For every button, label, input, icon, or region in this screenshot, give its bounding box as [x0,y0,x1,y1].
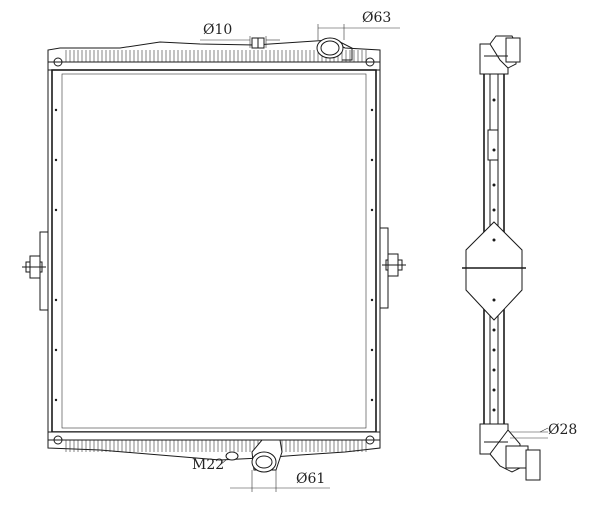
left-side-bracket [22,231,49,311]
bottom-left-mount-hole [53,435,63,445]
top-inlet-pipe [316,37,353,61]
dim-bottom-outlet: Ø61 [230,470,330,492]
dim-label-top-small: Ø10 [203,22,232,38]
side-top-connector [479,35,521,75]
dim-drain-thread: M22 [192,457,227,473]
bottom-right-mount-hole [365,435,375,445]
dim-top-large: Ø63 [317,10,400,40]
top-left-mount-hole [53,57,63,67]
bottom-outlet-pipe [251,439,283,473]
side-bottom-connector [479,423,541,481]
core-rivets [54,108,374,402]
front-view [22,37,406,473]
radiator-core [51,69,377,433]
dim-side-pipe: Ø28 [510,422,577,439]
side-rivets [492,98,496,412]
drain-plug [225,451,239,461]
top-vent-connector [251,37,265,49]
right-side-bracket [379,227,406,309]
dim-label-drain-thread: M22 [192,457,224,473]
side-mount-bracket [465,221,523,321]
top-right-mount-hole [365,57,375,67]
side-view [462,35,541,481]
dim-label-side-pipe: Ø28 [548,422,577,438]
dim-label-bottom-outlet: Ø61 [296,471,325,487]
dim-top-small: Ø10 [200,22,280,48]
dim-label-top-large: Ø63 [362,10,391,26]
